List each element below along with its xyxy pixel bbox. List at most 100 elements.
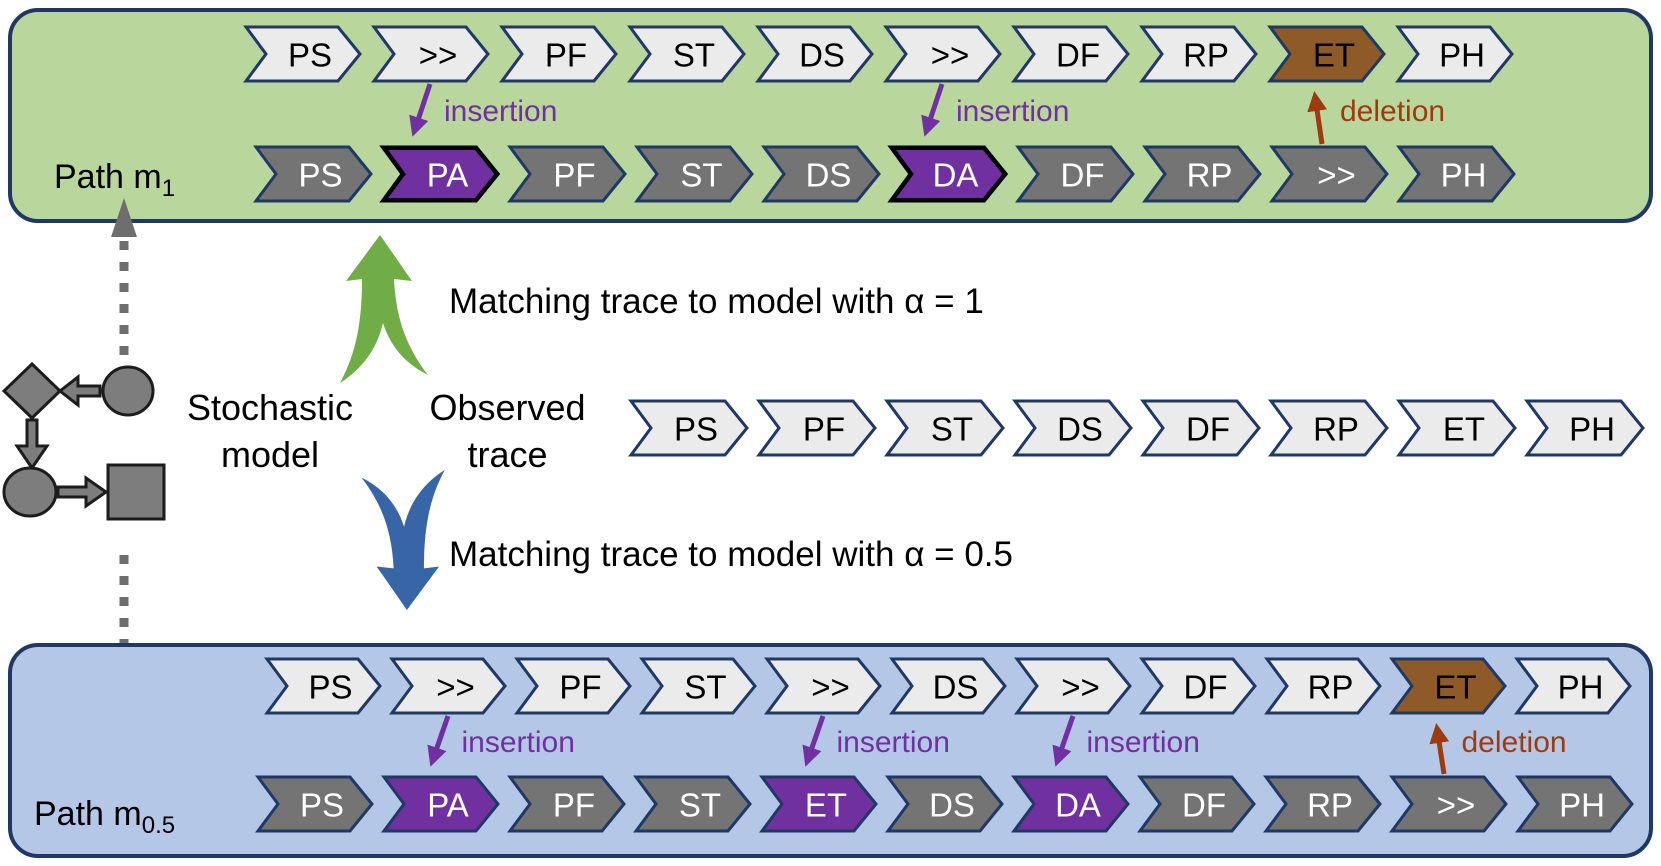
svg-text:PH: PH: [1439, 37, 1485, 74]
svg-text:DF: DF: [1182, 787, 1226, 824]
circle-node-bottom: [2, 466, 58, 518]
path-m05-label: Path m0.5: [34, 795, 175, 840]
chevron-ET: ET: [759, 775, 878, 833]
svg-text:DF: DF: [1061, 157, 1105, 194]
svg-text:>>: >>: [931, 37, 970, 74]
stochastic-model-caption: Stochastic model: [160, 384, 380, 478]
observed-trace-caption-line2: trace: [467, 434, 548, 475]
svg-text:DS: DS: [1057, 411, 1103, 448]
svg-text:PF: PF: [545, 37, 587, 74]
svg-text:>>: >>: [419, 37, 458, 74]
chevron-PH: PH: [1524, 399, 1645, 457]
svg-text:RP: RP: [1313, 411, 1359, 448]
deletion-arrow: [1307, 91, 1328, 145]
square-node: [106, 463, 166, 521]
chevron-ET: ET: [1396, 399, 1517, 457]
svg-text:PS: PS: [674, 411, 718, 448]
svg-text:DS: DS: [933, 669, 979, 706]
dashed-arrow-up: [111, 198, 137, 359]
chevron-ST: ST: [884, 399, 1005, 457]
circle-node-top: [101, 365, 155, 417]
chevron-RP: RP: [1268, 399, 1389, 457]
svg-text:>>: >>: [436, 669, 475, 706]
chevron-DF: DF: [1011, 25, 1130, 83]
svg-text:DS: DS: [806, 157, 852, 194]
chevron-PF: PF: [507, 145, 627, 203]
chevron-skip: >>: [389, 657, 507, 715]
svg-text:ET: ET: [1434, 669, 1476, 706]
svg-text:DS: DS: [799, 37, 845, 74]
chevron-PF: PF: [514, 657, 632, 715]
deletion-label: deletion: [1461, 726, 1567, 759]
chevron-DS: DS: [761, 145, 881, 203]
chevron-skip: >>: [883, 25, 1002, 83]
chevron-DF: DF: [1015, 145, 1135, 203]
path-m05-base: Path m: [34, 795, 142, 833]
chevron-PH: PH: [1515, 775, 1634, 833]
chevron-PF: PF: [507, 775, 626, 833]
observed-trace-caption-line1: Observed: [429, 387, 586, 428]
svg-text:DF: DF: [1184, 669, 1228, 706]
matching-up-arrow: [340, 235, 428, 383]
chevron-ST: ST: [634, 145, 754, 203]
chevron-ET: ET: [1389, 657, 1507, 715]
path-m05-sub: 0.5: [141, 811, 176, 839]
chevron-DS: DS: [889, 657, 1007, 715]
insertion-label: insertion: [461, 726, 575, 759]
stochastic-model-icon: [2, 361, 166, 521]
chevron-RP: RP: [1142, 145, 1262, 203]
matching-alpha-05-label: Matching trace to model with α = 0.5: [449, 535, 1013, 574]
svg-text:DF: DF: [1186, 411, 1230, 448]
chevron-ET: ET: [1267, 25, 1386, 83]
svg-text:PA: PA: [427, 787, 469, 824]
deletion-label: deletion: [1340, 95, 1446, 128]
chevron-RP: RP: [1263, 775, 1382, 833]
svg-text:ET: ET: [1443, 411, 1485, 448]
svg-text:RP: RP: [1187, 157, 1233, 194]
chevron-ST: ST: [633, 775, 752, 833]
insertion-label: insertion: [956, 95, 1070, 128]
chevron-PH: PH: [1395, 25, 1514, 83]
stochastic-model-caption-line1: Stochastic: [186, 387, 354, 428]
svg-text:PS: PS: [298, 157, 342, 194]
svg-text:PS: PS: [288, 37, 332, 74]
arrow-right: [56, 475, 109, 509]
svg-text:PH: PH: [1441, 157, 1487, 194]
path-m1-base: Path m: [54, 158, 162, 196]
stochastic-model-caption-line2: model: [220, 434, 320, 475]
chevron-ST: ST: [639, 657, 757, 715]
svg-text:>>: >>: [1437, 787, 1476, 824]
svg-text:ST: ST: [680, 157, 722, 194]
chevron-PF: PF: [756, 399, 877, 457]
chevron-RP: RP: [1139, 25, 1258, 83]
chevron-ST: ST: [627, 25, 746, 83]
chevron-PA: PA: [379, 145, 501, 203]
svg-text:>>: >>: [1317, 157, 1356, 194]
insertion-arrow: [1051, 715, 1075, 767]
svg-text:ST: ST: [679, 787, 721, 824]
svg-text:PF: PF: [559, 669, 601, 706]
deletion-arrow: [1428, 723, 1449, 775]
insertion-label: insertion: [444, 95, 558, 128]
insertion-arrow: [801, 715, 825, 767]
chevron-skip: >>: [1389, 775, 1508, 833]
insertion-label: insertion: [1086, 726, 1200, 759]
insertion-label: insertion: [836, 726, 950, 759]
svg-text:ST: ST: [673, 37, 715, 74]
svg-text:DA: DA: [933, 157, 979, 194]
svg-text:ET: ET: [1313, 37, 1355, 74]
svg-text:PF: PF: [553, 157, 595, 194]
svg-text:PS: PS: [300, 787, 344, 824]
svg-text:ET: ET: [805, 787, 847, 824]
path-moves-row-top: PS PA PF ST DS DA DF RP >> PH: [252, 145, 1516, 203]
chevron-DS: DS: [1012, 399, 1133, 457]
insertion-arrow: [921, 83, 945, 137]
chevron-PH: PH: [1396, 145, 1516, 203]
chevron-DF: DF: [1140, 399, 1261, 457]
svg-text:PH: PH: [1559, 787, 1605, 824]
chevron-PA: PA: [381, 775, 500, 833]
